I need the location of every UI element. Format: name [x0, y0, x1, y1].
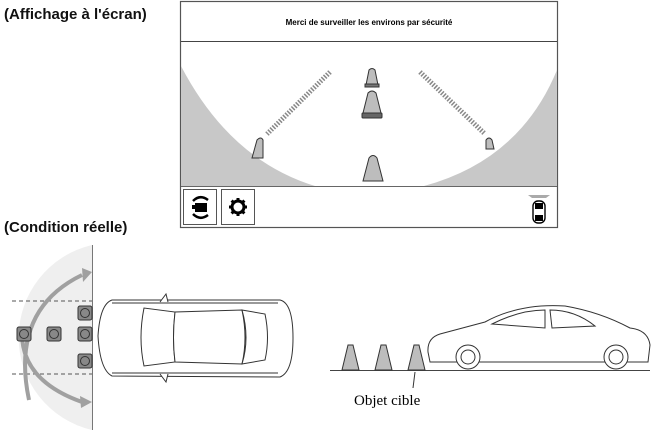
screen-display: Merci de surveiller les environs par séc…	[179, 0, 559, 229]
car-side	[427, 305, 651, 370]
right-blind-zone	[424, 70, 557, 186]
left-blind-zone	[181, 66, 315, 186]
target-cone	[407, 344, 426, 371]
target-cone	[341, 344, 360, 371]
gear-icon	[229, 198, 247, 216]
target-cone	[374, 344, 393, 371]
target-object-label: Objet cible	[354, 393, 421, 409]
cone	[362, 90, 382, 114]
screen-display-heading: (Affichage à l'écran)	[4, 6, 147, 23]
car-top-view-icon	[528, 195, 550, 224]
cone	[362, 155, 384, 182]
car-top	[97, 292, 294, 384]
scan-arrow	[23, 273, 83, 401]
side-view-diagram: Objet cible	[330, 305, 651, 409]
camera-switch-button[interactable]	[183, 189, 217, 225]
cone	[485, 137, 495, 150]
cone	[365, 68, 379, 86]
camera-switch-icon	[192, 196, 209, 219]
settings-button[interactable]	[221, 189, 255, 225]
top-view-diagram	[12, 245, 294, 430]
actual-condition-heading: (Condition réelle)	[4, 219, 128, 236]
screen-message: Merci de surveiller les environs par séc…	[286, 18, 453, 27]
cone	[251, 137, 264, 159]
